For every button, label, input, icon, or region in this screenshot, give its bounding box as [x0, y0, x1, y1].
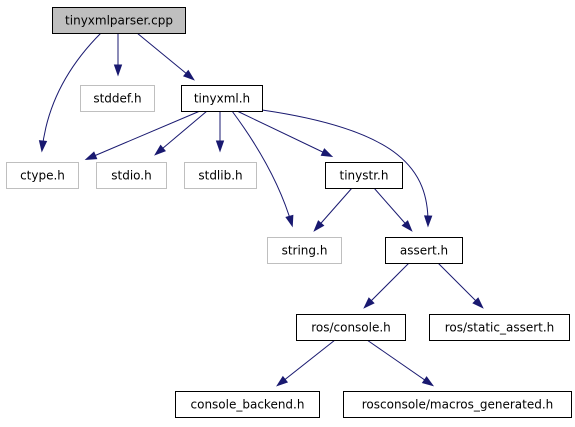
edge-tinyxmlparser-cpp-to-stddef-h — [113, 33, 123, 77]
arrowhead-icon — [113, 64, 123, 77]
edge-tinyxml-h-to-stdio-h — [154, 110, 208, 156]
node-box — [267, 237, 342, 264]
node-box — [80, 85, 155, 112]
edge-line — [231, 110, 293, 226]
arrowhead-icon — [154, 144, 166, 156]
node-rosconsole-macros-generated-h[interactable]: rosconsole/macros_generated.h — [343, 391, 572, 418]
arrowhead-icon — [313, 220, 325, 232]
arrowhead-icon — [363, 297, 375, 309]
edge-assert-h-to-ros-static-assert-h — [437, 262, 484, 309]
node-stdlib-h: stdlib.h — [184, 162, 257, 189]
arrowhead-icon — [215, 140, 225, 153]
edge-ros-console-h-to-console-backend-h — [276, 339, 336, 387]
edge-ros-console-h-to-rosconsole-macros-generated-h — [366, 339, 435, 387]
node-label: ros/console.h — [311, 321, 391, 335]
node-label: stdlib.h — [198, 169, 242, 183]
edge-line — [366, 339, 433, 386]
node-label: assert.h — [400, 244, 448, 258]
arrowhead-icon — [423, 215, 433, 228]
node-box — [6, 162, 79, 189]
node-label: tinyxmlparser.cpp — [65, 14, 173, 28]
edge-tinyxml-h-to-stdlib-h — [215, 111, 225, 153]
arrowhead-icon — [401, 220, 413, 232]
node-assert-h[interactable]: assert.h — [385, 237, 463, 264]
edge-tinyxml-h-to-ctype-h — [84, 110, 201, 160]
node-label: ros/static_assert.h — [445, 321, 555, 335]
edge-assert-h-to-ros-console-h — [363, 262, 410, 309]
edge-line — [41, 32, 102, 151]
edge-line — [136, 32, 194, 80]
node-box — [96, 162, 167, 189]
node-box — [181, 85, 263, 112]
edge-tinyxmlparser-cpp-to-tinyxml-h — [136, 32, 195, 81]
node-box — [429, 314, 570, 341]
node-box — [385, 237, 463, 264]
edge-line — [236, 110, 332, 157]
node-ctype-h: ctype.h — [6, 162, 79, 189]
node-ros-static-assert-h[interactable]: ros/static_assert.h — [429, 314, 570, 341]
edge-tinyxml-h-to-string-h — [231, 110, 294, 228]
node-box — [325, 162, 403, 189]
nodes-layer: tinyxmlparser.cpp stddef.h tinyxml.h ctype.… — [6, 7, 572, 418]
edge-line — [155, 110, 208, 155]
node-ros-console-h[interactable]: ros/console.h — [296, 314, 406, 341]
node-box — [175, 391, 320, 418]
arrowhead-icon — [285, 214, 294, 228]
node-label: rosconsole/macros_generated.h — [362, 398, 553, 412]
node-box — [52, 7, 186, 34]
node-box — [343, 391, 572, 418]
edge-line — [437, 262, 483, 308]
arrowhead-icon — [276, 375, 289, 387]
edge-line — [364, 262, 410, 308]
edge-line — [277, 339, 336, 386]
node-label: string.h — [282, 244, 328, 258]
node-box — [296, 314, 406, 341]
arrowhead-icon — [421, 376, 435, 387]
edge-line — [261, 109, 429, 226]
edge-tinyxml-h-to-tinystr-h — [236, 110, 334, 158]
node-label: console_backend.h — [191, 398, 305, 412]
edge-tinyxmlparser-cpp-to-ctype-h — [38, 32, 102, 153]
arrowhead-icon — [320, 148, 334, 158]
node-tinystr-h[interactable]: tinystr.h — [325, 162, 403, 189]
edge-tinystr-h-to-string-h — [313, 187, 353, 232]
edge-tinyxml-h-to-assert-h — [261, 109, 433, 228]
edge-line — [86, 110, 201, 160]
node-label: tinyxml.h — [194, 92, 250, 106]
arrowhead-icon — [182, 69, 195, 81]
node-stdio-h: stdio.h — [96, 162, 167, 189]
node-stddef-h: stddef.h — [80, 85, 155, 112]
arrowhead-icon — [472, 297, 484, 309]
node-label: tinystr.h — [340, 169, 389, 183]
node-label: ctype.h — [20, 169, 65, 183]
node-label: stdio.h — [111, 169, 151, 183]
node-console-backend-h[interactable]: console_backend.h — [175, 391, 320, 418]
node-string-h: string.h — [267, 237, 342, 264]
edge-tinystr-h-to-assert-h — [373, 187, 413, 232]
arrowhead-icon — [38, 140, 48, 153]
arrowhead-icon — [84, 151, 98, 160]
node-tinyxmlparser-cpp: tinyxmlparser.cpp — [52, 7, 186, 34]
node-label: stddef.h — [93, 92, 141, 106]
node-tinyxml-h[interactable]: tinyxml.h — [181, 85, 263, 112]
node-box — [184, 162, 257, 189]
edges-layer — [38, 32, 484, 387]
